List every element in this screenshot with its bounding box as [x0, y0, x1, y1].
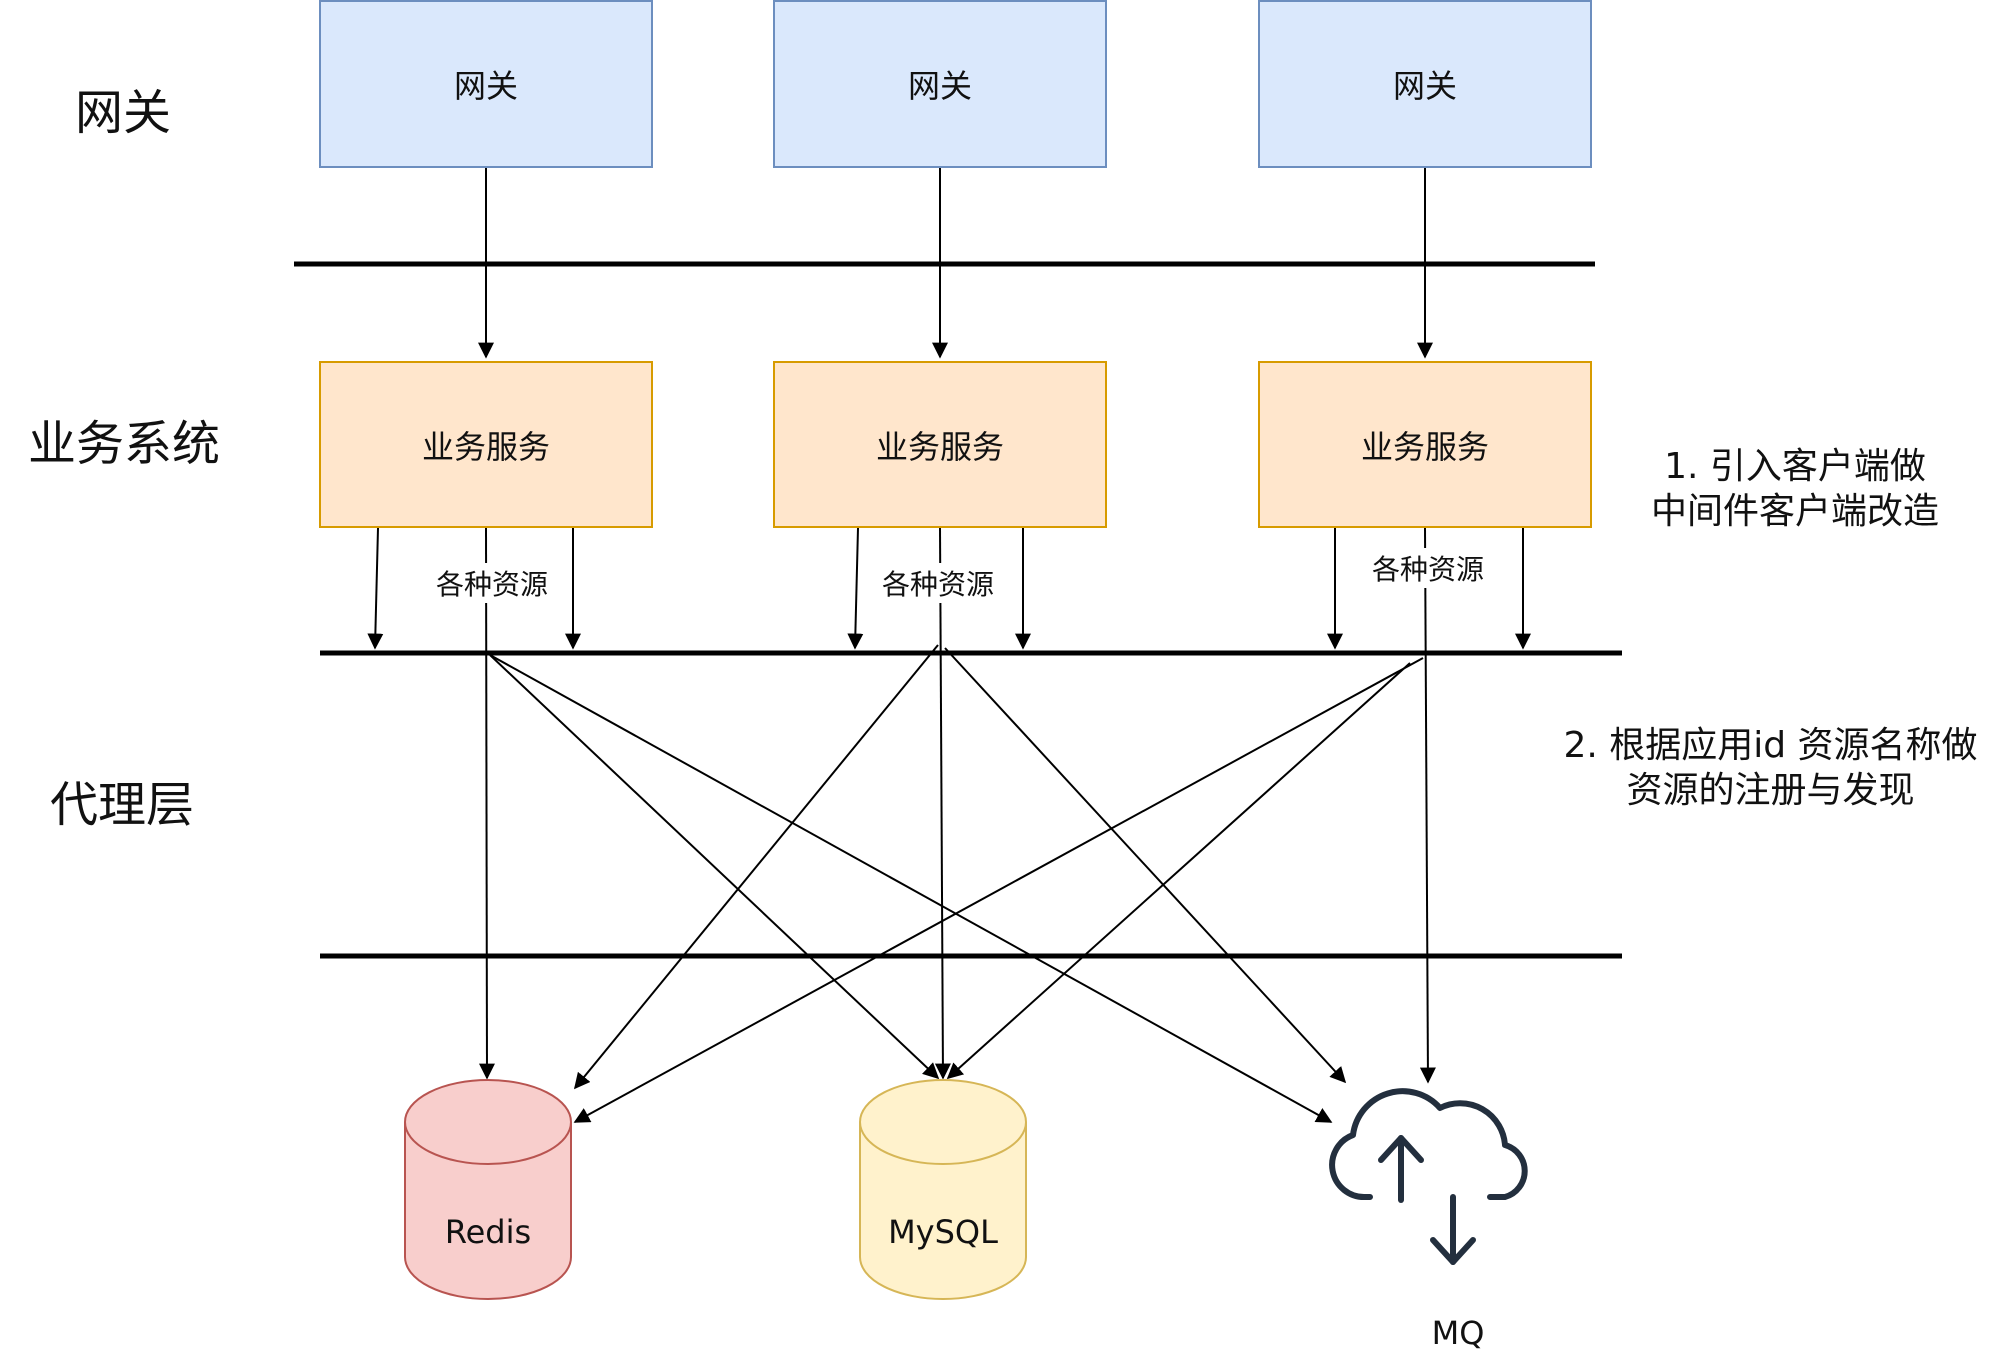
mq-cloud-icon	[1329, 1088, 1528, 1265]
redis-label: Redis	[444, 1213, 532, 1251]
layer-label-proxy: 代理层	[50, 777, 195, 833]
gateway-box-1[interactable]: 网关	[319, 0, 653, 168]
resource-label-2: 各种资源	[879, 563, 997, 603]
gateway-to-service-arrows	[478, 168, 1433, 359]
gateway-box-3-label: 网关	[1392, 67, 1457, 105]
gateway-box-3[interactable]: 网关	[1258, 0, 1592, 168]
service-box-1-label: 业务服务	[421, 427, 550, 466]
layer-label-gateway: 网关	[75, 85, 172, 141]
service-box-3[interactable]: 业务服务	[1258, 361, 1592, 528]
gateway-box-2-label: 网关	[907, 67, 972, 105]
resource-label-1: 各种资源	[433, 563, 551, 603]
note-client-adaptation: 1. 引入客户端做 中间件客户端改造	[1610, 444, 1980, 534]
note-2-line-2: 资源的注册与发现	[1626, 770, 1915, 811]
note-2-line-1: 2. 根据应用id 资源名称做	[1563, 725, 1978, 766]
service-box-2-label: 业务服务	[875, 427, 1004, 466]
resource-label-3: 各种资源	[1369, 548, 1487, 588]
gateway-box-1-label: 网关	[453, 67, 518, 105]
mysql-label: MySQL	[888, 1213, 998, 1251]
service-box-1[interactable]: 业务服务	[319, 361, 653, 528]
mq-label: MQ	[1431, 1314, 1485, 1352]
gateway-box-2[interactable]: 网关	[773, 0, 1107, 168]
note-1-line-1: 1. 引入客户端做	[1664, 446, 1926, 487]
service-to-proxy-arrows	[367, 527, 1531, 650]
note-1-line-2: 中间件客户端改造	[1650, 491, 1939, 532]
mysql-cylinder	[859, 1079, 1027, 1300]
service-box-2[interactable]: 业务服务	[773, 361, 1107, 528]
service-box-3-label: 业务服务	[1360, 427, 1489, 466]
layer-label-business: 业务系统	[28, 416, 221, 472]
note-resource-discovery: 2. 根据应用id 资源名称做 资源的注册与发现	[1548, 723, 1993, 813]
redis-cylinder	[404, 1079, 572, 1300]
resource-routing-arrows	[478, 527, 1436, 1123]
